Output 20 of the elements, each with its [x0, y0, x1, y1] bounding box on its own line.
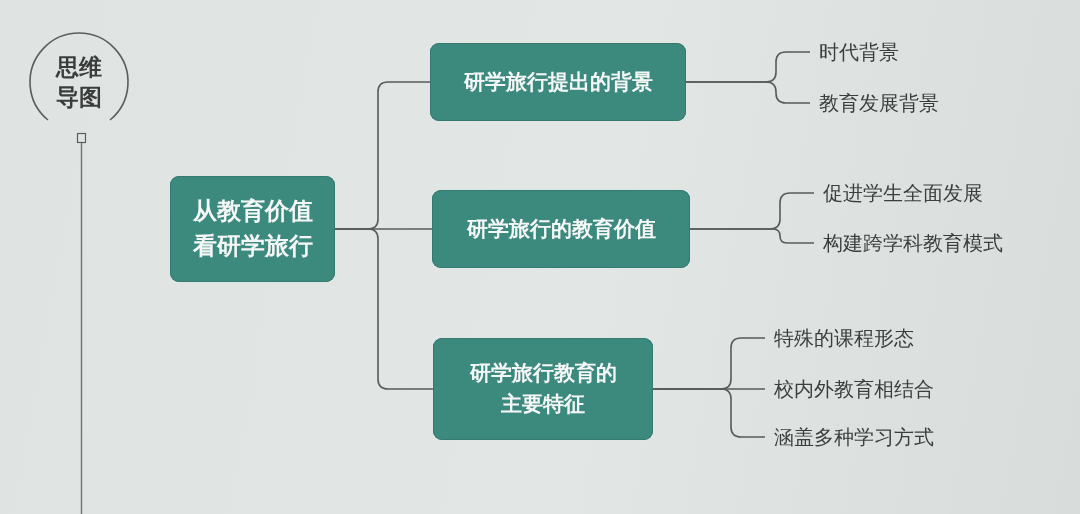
badge-title: 思维导图 [56, 53, 102, 112]
connector-line [685, 81, 811, 104]
subtopic-text: 涵盖多种学习方式 [765, 422, 934, 452]
subtopic-text: 时代背景 [810, 37, 899, 67]
topic-label: 研学旅行的教育价值 [466, 215, 656, 243]
connector-line [334, 228, 434, 390]
topic-box [432, 190, 690, 268]
subtopic-text: 特殊的课程形态 [765, 323, 914, 353]
topic-label: 研学旅行提出的背景 [463, 68, 653, 96]
subtopic-text: 构建跨学科教育模式 [814, 228, 1003, 258]
subtopic-text: 校内外教育相结合 [765, 374, 934, 404]
topic-label: 从教育价值看研学旅行 [192, 196, 313, 262]
subtopic-text: 教育发展背景 [810, 88, 939, 118]
connector-line [652, 388, 766, 438]
subtopic-text: 促进学生全面发展 [814, 178, 983, 208]
topic-label: 研学旅行教育的主要特征 [469, 360, 617, 418]
connector-line [689, 228, 815, 244]
topic-box [433, 338, 653, 440]
topic-box [430, 43, 686, 121]
topic-box [170, 176, 335, 282]
